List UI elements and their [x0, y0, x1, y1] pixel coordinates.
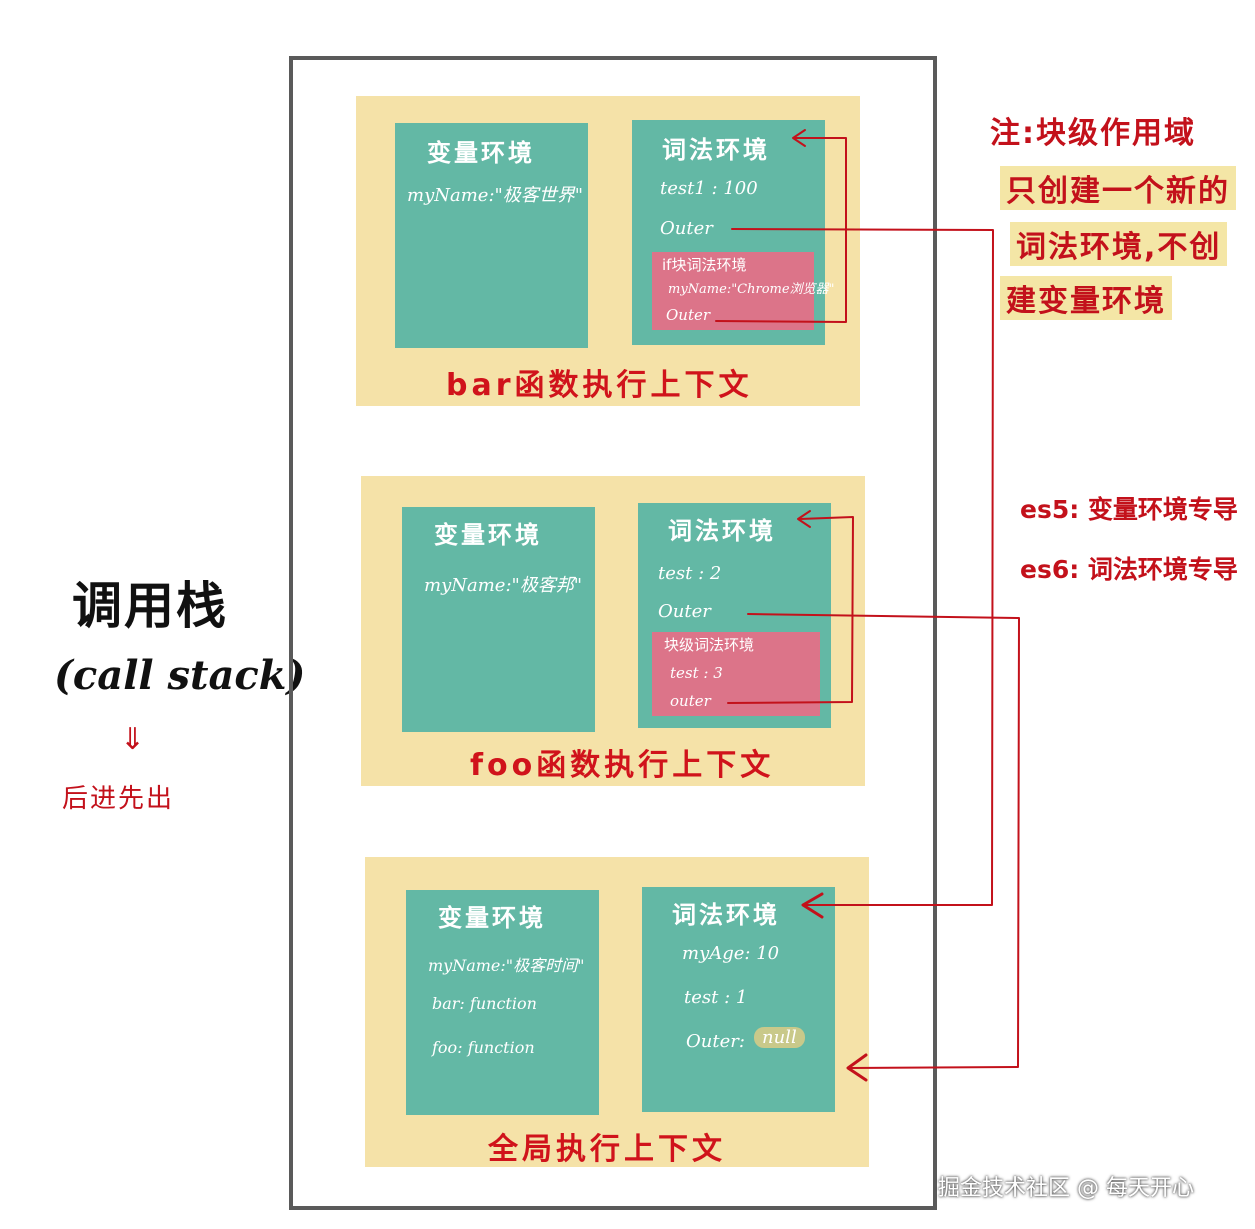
lifo-note: 后进先出	[62, 784, 175, 814]
call-stack-frame	[289, 56, 937, 1210]
global-lex-outer: Outer:	[686, 1031, 745, 1052]
global-lex-item: myAge: 10	[682, 943, 780, 964]
global-variable-env-title: 变量环境	[438, 904, 546, 932]
watermark: 掘金技术社区 @ 每天开心	[938, 1176, 1194, 1201]
global-lexical-env-title: 词法环境	[672, 901, 780, 929]
global-var-item: myName:"极客时间"	[428, 956, 585, 975]
down-arrow-icon: ⇓	[120, 722, 146, 757]
global-lex-item: test : 1	[684, 987, 748, 1008]
foo-var-item: myName:"极客邦"	[424, 575, 583, 596]
es5-note: es5: 变量环境专导	[1020, 495, 1238, 524]
foo-outer-arrow	[747, 613, 1020, 1069]
foo-lex-item: test : 2	[658, 563, 722, 584]
foo-lex-outer: Outer	[658, 601, 711, 622]
foo-block-item: test : 3	[670, 664, 723, 682]
bar-lex-outer: Outer	[660, 218, 713, 239]
bar-lexical-env-title: 词法环境	[662, 136, 770, 164]
foo-block-outer: outer	[670, 692, 711, 710]
arrowhead-icon	[792, 129, 806, 147]
bar-context-label: bar函数执行上下文	[446, 368, 753, 403]
bar-block-outer: Outer	[666, 306, 711, 324]
call-stack-title: 调用栈	[72, 577, 228, 635]
arrowhead-icon	[846, 1053, 868, 1082]
global-var-item: bar: function	[432, 994, 537, 1013]
foo-lexical-env-title: 词法环境	[668, 517, 776, 545]
bar-if-block-env: if块词法环境 myName:"Chrome浏览器" Outer	[652, 252, 835, 330]
call-stack-subtitle: (call stack)	[54, 652, 306, 699]
global-lexical-env: 词法环境 myAge: 10 test : 1 Outer: null	[642, 887, 835, 1112]
global-variable-env: 变量环境 myName:"极客时间" bar: function foo: fu…	[406, 890, 599, 1115]
es6-note: es6: 词法环境专导	[1020, 555, 1238, 584]
bar-block-item: myName:"Chrome浏览器"	[668, 282, 835, 297]
foo-variable-env: 变量环境 myName:"极客邦"	[402, 507, 595, 732]
bar-variable-env: 变量环境 myName:"极客世界"	[395, 123, 588, 348]
global-context-label: 全局执行上下文	[488, 1132, 726, 1167]
global-var-item: foo: function	[432, 1038, 535, 1057]
arrowhead-icon	[801, 892, 824, 919]
block-scope-note-line: 注:块级作用域	[990, 116, 1196, 151]
block-scope-note-line: 词法环境,不创	[1010, 222, 1228, 266]
bar-lex-item: test1 : 100	[660, 178, 758, 199]
bar-variable-env-title: 变量环境	[427, 139, 535, 167]
arrowhead-icon	[797, 510, 811, 528]
bar-var-item: myName:"极客世界"	[407, 185, 584, 206]
block-scope-note-line: 只创建一个新的	[1000, 166, 1236, 210]
block-scope-note-line: 建变量环境	[1000, 276, 1172, 320]
foo-variable-env-title: 变量环境	[434, 521, 542, 549]
bar-outer-arrow	[731, 228, 994, 906]
null-value-badge: null	[754, 1027, 805, 1048]
foo-context-label: foo函数执行上下文	[470, 748, 775, 783]
foo-block-outer-arrow	[727, 516, 854, 704]
foo-block-title: 块级词法环境	[664, 636, 755, 654]
bar-block-title: if块词法环境	[662, 256, 747, 274]
